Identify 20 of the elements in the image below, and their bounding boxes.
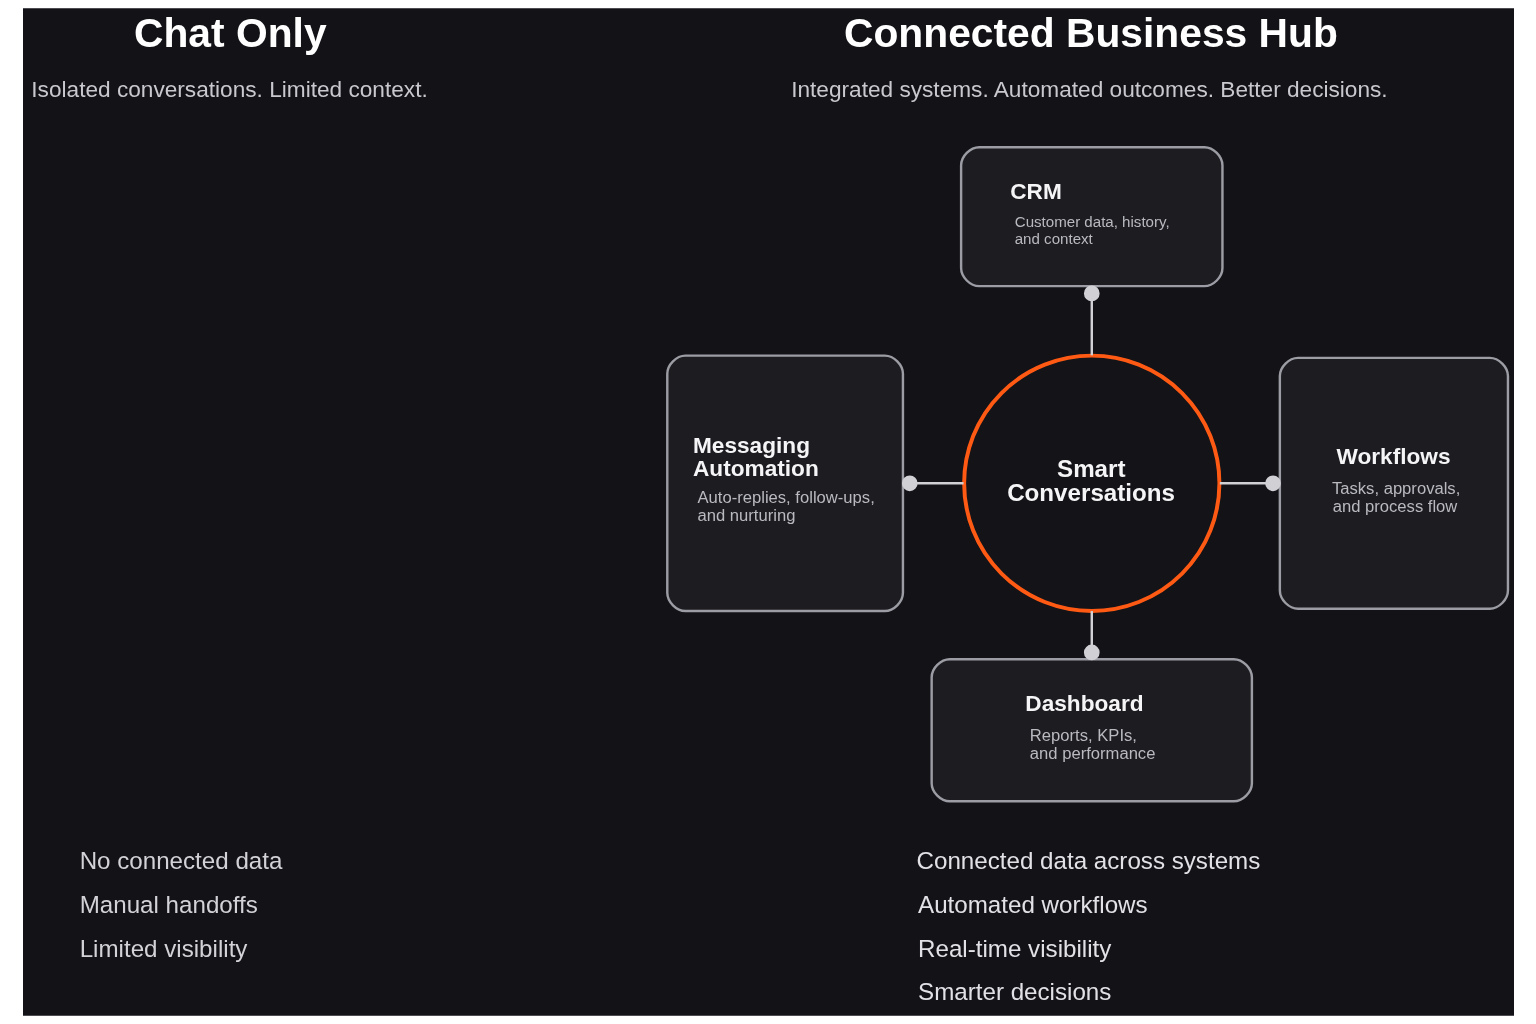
connector (1219, 475, 1281, 492)
label: Limited visibility (79, 934, 247, 962)
label: Connected Business Hub (843, 9, 1338, 56)
label: Automated workflows (917, 890, 1148, 918)
label: No connected data (79, 846, 282, 874)
node-circle: Smart Conversations (961, 353, 1221, 613)
label: Real-time visibility (917, 934, 1111, 962)
node-box: Dashboard Reports, KPIs, and performance (929, 658, 1253, 803)
label: Manual handoffs (79, 890, 258, 918)
label: Chat Only (133, 9, 327, 56)
connector (1083, 285, 1100, 356)
node-box: Messaging Automation Auto-replies, follow-ups, and nurturing (665, 354, 904, 613)
connector (1083, 611, 1100, 661)
node-box: CRM Customer data, history, and context (959, 145, 1224, 288)
label: Isolated conversations. Limited context. (30, 75, 428, 102)
label: Smarter decisions (917, 978, 1111, 1006)
label: Connected data across systems (916, 846, 1260, 874)
connector (901, 475, 964, 492)
label: Integrated systems. Automated outcomes. Better decisions. (790, 75, 1388, 102)
node-box: Workflows Tasks, approvals, and process flow (1278, 356, 1509, 610)
